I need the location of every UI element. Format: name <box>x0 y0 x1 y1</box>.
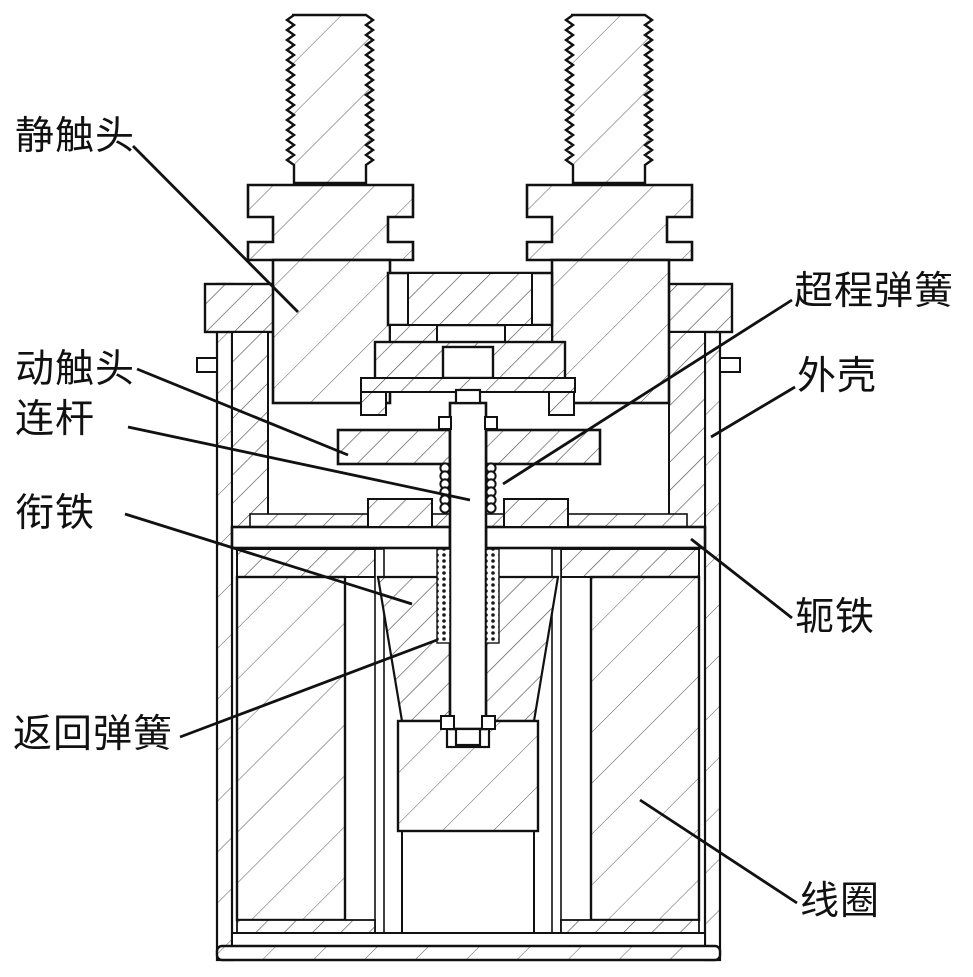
leader-connecting-rod <box>127 425 471 502</box>
label-coil: 线圈 <box>800 880 881 923</box>
leader-coil <box>639 798 798 905</box>
housing-lip-left <box>196 357 218 373</box>
bobbin-flange-top-right <box>560 548 700 578</box>
housing-wall-right <box>703 282 722 962</box>
label-housing: 外壳 <box>797 355 878 398</box>
coil-right <box>589 575 701 922</box>
label-overtravel-spring: 超程弹簧 <box>794 270 955 313</box>
label-static-contact: 静触头 <box>15 115 136 158</box>
label-connecting-rod: 连杆 <box>15 398 96 441</box>
housing-lip-right <box>719 357 741 373</box>
yoke-boss-left <box>367 498 433 528</box>
connecting-rod-shaft <box>438 388 498 747</box>
leader-armature <box>124 512 413 606</box>
label-return-spring: 返回弹簧 <box>13 713 174 756</box>
top-plate-right <box>660 282 734 334</box>
leader-overtravel-spring <box>502 298 793 486</box>
base-plates <box>215 932 722 962</box>
return-spring-columns <box>436 548 500 644</box>
top-cap-assembly <box>360 271 576 416</box>
bobbin-flange-top-left <box>236 548 376 578</box>
leader-return-spring <box>179 638 438 739</box>
leader-yoke <box>690 537 793 620</box>
top-plate-left <box>203 282 277 334</box>
spring-seat-left <box>438 416 452 430</box>
corner-post-right <box>668 331 706 528</box>
yoke-boss-right <box>503 498 569 528</box>
leader-housing <box>710 385 796 439</box>
leader-static-contact <box>132 145 299 313</box>
label-armature: 衔铁 <box>15 492 96 535</box>
housing-wall-left <box>215 282 234 962</box>
housing-shell <box>196 282 741 962</box>
coil-left <box>235 575 347 922</box>
leader-lines <box>124 145 798 905</box>
spring-seat-right <box>484 416 498 430</box>
leader-moving-contact <box>136 367 349 457</box>
cap-center-block <box>441 345 495 380</box>
label-yoke: 轭铁 <box>795 596 876 639</box>
corner-post-left <box>231 331 269 528</box>
yoke-plate <box>230 498 707 550</box>
label-moving-contact: 动触头 <box>15 348 136 391</box>
